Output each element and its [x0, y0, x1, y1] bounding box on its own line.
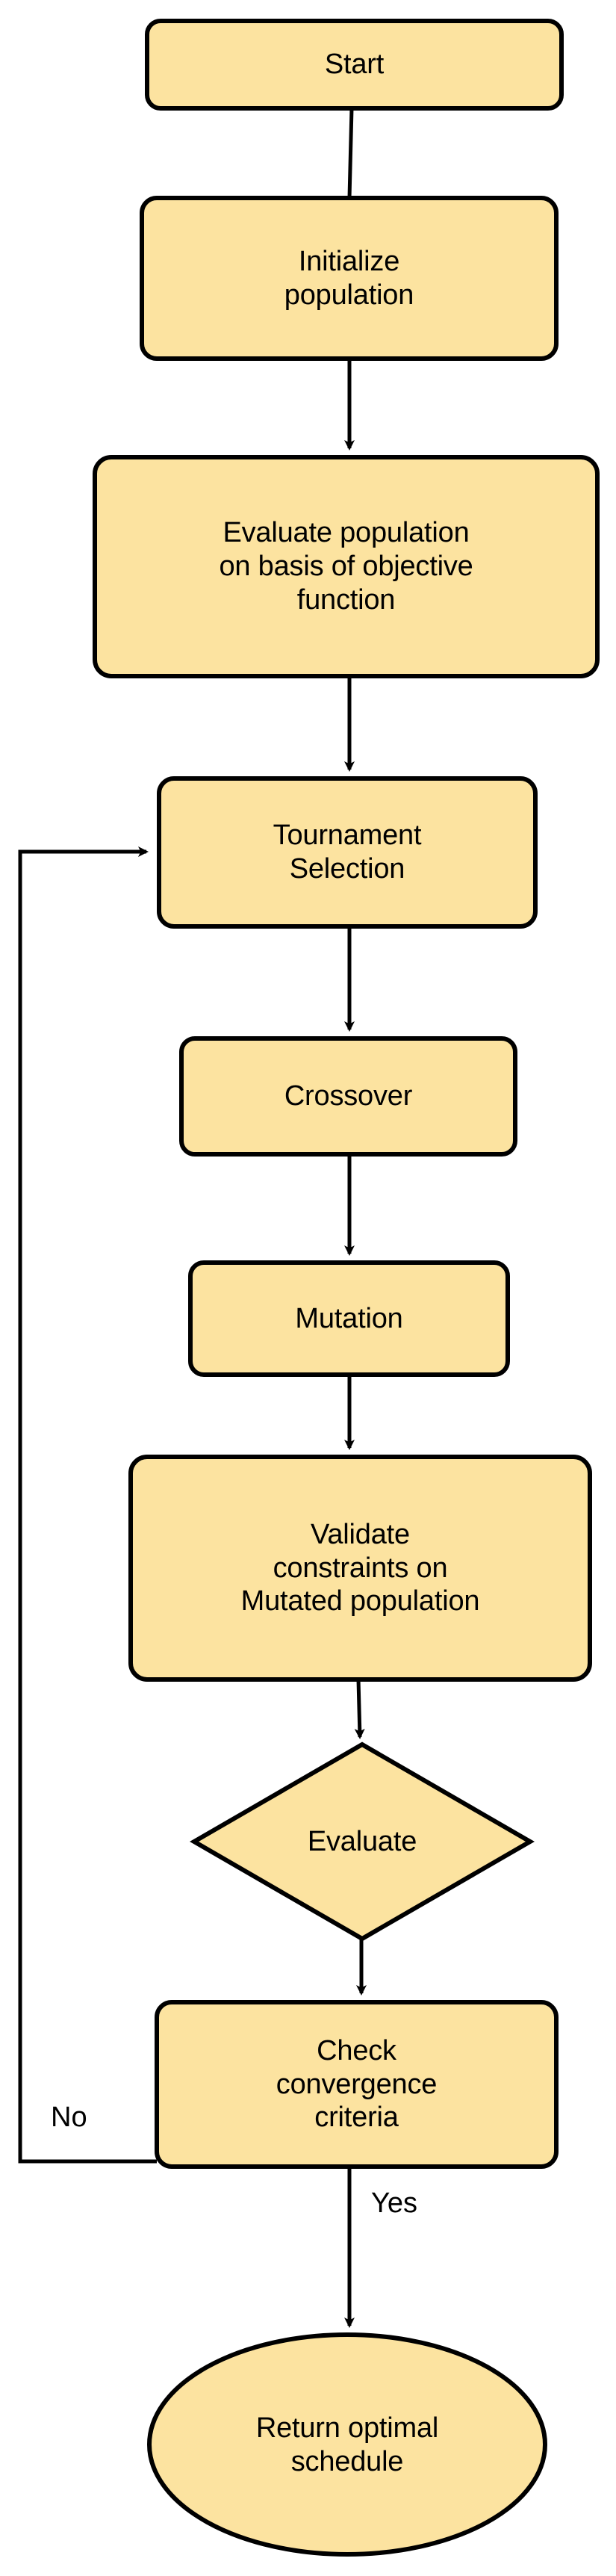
node-shape-start[interactable]	[145, 19, 564, 111]
node-shape-check-convergence[interactable]	[155, 2000, 559, 2169]
node-shape-crossover[interactable]	[179, 1036, 517, 1157]
node-shape-tournament-selection[interactable]	[157, 776, 538, 929]
node-shape-evaluate-decision[interactable]	[190, 1741, 535, 1942]
node-shape-validate-constraints[interactable]	[128, 1455, 592, 1682]
node-shape-mutation[interactable]	[188, 1260, 510, 1377]
node-shape-evaluate-population[interactable]	[93, 455, 600, 678]
edge-validate-to-evaluate-decision	[354, 1679, 365, 1739]
node-shape-initialize-population[interactable]	[140, 196, 559, 361]
node-shape-return-optimal-schedule[interactable]	[147, 2332, 547, 2557]
edge-start-to-initialize	[347, 108, 354, 199]
edge-check-to-tournament-loop	[18, 846, 157, 2164]
